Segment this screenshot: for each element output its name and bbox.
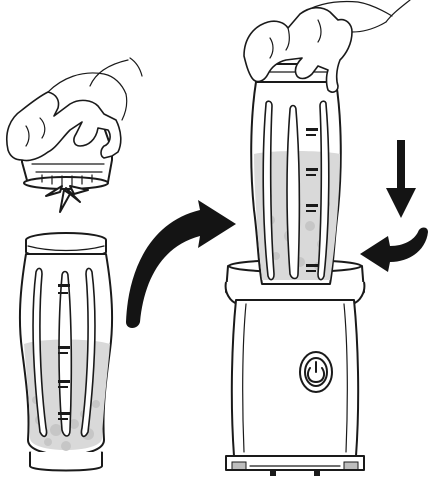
power-icon — [307, 361, 325, 383]
hand-with-blade-assembly — [6, 57, 143, 213]
inverted-bottle — [250, 63, 342, 285]
hand-on-bottle — [243, 0, 411, 93]
measurement-marks — [58, 284, 70, 420]
blade — [45, 185, 89, 213]
curved-arrow-icon — [126, 200, 236, 328]
bottle-with-liquid — [18, 232, 114, 472]
power-button[interactable] — [299, 351, 333, 393]
motor-base — [224, 259, 366, 476]
twist-arrow-icon — [360, 227, 428, 272]
down-arrow-icon — [386, 140, 416, 218]
measurement-marks — [306, 128, 318, 272]
